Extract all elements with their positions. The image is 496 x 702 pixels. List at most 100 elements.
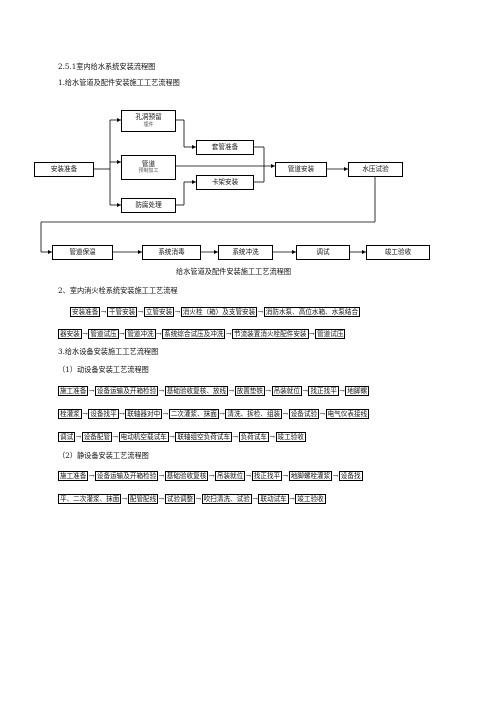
box-hole-reserve-label: 孔洞预留 [135,113,162,122]
flow-static-line-1: 施工准备→设备运输及开箱检验→基础验收复核→吊装就位→找正找平→地脚螺栓灌浆→设… [58,471,363,481]
flow-step: 设备试验 [288,409,320,419]
section-heading: 2.5.1室内给水系统安装流程图 [58,62,156,71]
dynamic-heading: （1）动设备安装工艺流程图 [58,365,149,374]
flow-arrow: → [169,433,175,441]
flow-fire-line-1: 安装准备→干管安装→立管安装→消火栓（箱）及支管安装→消防水泵、高位水箱、水泵结… [70,307,361,317]
box-acceptance: 竣工验收 [366,245,430,260]
flow-arrow: → [119,330,125,338]
flow-step: 设备运输及开箱检验 [94,386,159,396]
flow-step: 节流装置消火栓配件安装 [232,329,309,339]
flow-step: 放置垫铁 [234,386,266,396]
flow-arrow: → [174,308,181,316]
flow-step: 施工准备 [58,471,89,481]
flow-arrow: → [232,433,239,441]
flow-arrow: → [82,410,88,418]
flow-arrow: → [265,387,272,395]
flow-arrow: → [100,308,107,316]
box-anticorrosion: 防腐处理 [121,198,176,213]
flow-arrow: → [319,410,326,418]
flow-step: 设备找 [338,471,363,481]
box-flush: 系统冲洗 [218,245,273,260]
flow-arrow: → [245,472,252,480]
flow-arrow: → [269,433,275,441]
static-heading: （2）静设备安装工艺流程图 [58,451,149,460]
box-disinfect: 系统消毒 [142,245,201,260]
flow-dynamic-line-1: 施工准备→设备运输及开箱检验→基础验收复核、放线→放置垫铁→吊装就位→找正找平→… [58,386,370,396]
flow-step: 系统综合试压及冲洗 [162,329,226,339]
flow-step: 基础验收复核、放线 [164,386,229,396]
flow-arrow: → [219,410,225,418]
flow-arrow: → [137,308,144,316]
flow-step: 竣工验收 [275,432,306,442]
flow-arrow: → [257,308,264,316]
flow-step: 负荷试车 [238,432,269,442]
flow-fire-line-2: 器安装→管道试压→管道冲洗→系统综合试压及冲洗→节流装置消火栓配件安装→管道试压 [58,329,346,339]
flow-step: 器安装 [58,329,82,339]
flow-dynamic-line-2: 栓灌浆→设备找平→联轴器对中→二次灌浆、抹面→清洗、拆检、组装→设备试验→电气仪… [58,409,370,419]
flow-step: 平、二次灌浆、抹面 [58,494,122,504]
flow-arrow: → [195,495,202,503]
flow-step: 配管配线 [127,494,159,504]
flow-arrow: → [75,433,82,441]
flow-step: 二次灌浆、抹面 [168,409,219,419]
flow-arrow: → [302,387,308,395]
flow-arrow: → [158,495,165,503]
flow-static-line-2: 平、二次灌浆、抹面→配管配线→试验调整→吹扫清洗、试验→联动试车→竣工验收 [58,494,326,504]
box-hole-reserve-sub: 埋件 [143,121,154,128]
flow-arrow: → [121,495,128,503]
flow-arrow: → [112,433,119,441]
box-install-prep: 安装准备 [34,162,94,177]
flow-step: 地脚螺栓灌浆 [288,471,333,481]
box-bracket-install: 卡架安装 [196,175,254,190]
flow-step: 基础验收复核 [164,471,209,481]
flow-arrow: → [88,472,95,480]
flow-step: 竣工验收 [295,494,326,504]
flow-arrow: → [119,410,125,418]
flow-step: 地脚螺 [345,386,370,396]
flow-step: 安装准备 [70,307,101,317]
flow-step: 找正找平 [251,471,283,481]
box-pipe-install: 管道安装 [275,162,327,177]
box-pipe-sub: 预制加工 [138,168,159,175]
flow-arrow: → [332,472,339,480]
flow-dynamic-line-3: 调试→设备配管→电动机空载试车→联轴组空负荷试车→负荷试车→竣工验收 [58,432,306,442]
flow-step: 吊装就位 [271,386,302,396]
flow-step: 联动试车 [258,494,289,504]
flow-step: 管道试压 [88,329,119,339]
flow-step: 消火栓（箱）及支管安装 [180,307,258,317]
flow-step: 电动机空载试车 [118,432,169,442]
flow-step: 设备运输及开箱检验 [94,471,159,481]
flow-arrow: → [309,330,315,338]
flow-step: 联轴器对中 [125,409,163,419]
flow-step: 施工准备 [58,386,89,396]
flow-arrow: → [289,495,295,503]
diagram-caption: 给水管道及配件安装施工工艺流程图 [176,267,292,276]
flow-step: 找正找平 [308,386,339,396]
box-debug: 调试 [296,245,350,260]
flow-step: 试验调整 [164,494,196,504]
flow-step: 联轴组空负荷试车 [175,432,233,442]
fire-heading: 2、室内消火栓系统安装施工工艺流程 [58,286,178,295]
box-sleeve-prep: 套管准备 [196,140,254,155]
equipment-heading: 3.给水设备安装施工工艺流程图 [58,347,159,356]
flow-arrow: → [225,330,232,338]
flow-step: 调试 [58,432,76,442]
flow-arrow: → [228,387,235,395]
flow-step: 管道试压 [315,329,346,339]
box-pressure-test: 水压试验 [348,162,403,177]
flow-arrow: → [82,330,88,338]
flow-arrow: → [282,410,289,418]
flow-arrow: → [156,330,162,338]
flow-arrow: → [88,387,95,395]
flow-step: 消防水泵、高位水箱、水泵结合 [263,307,361,317]
flow-arrow: → [282,472,289,480]
box-pipe-prefab: 管道 预制加工 [121,155,176,180]
flow-step: 干管安装 [106,307,138,317]
flow-arrow: → [158,387,165,395]
flow-arrow: → [158,472,165,480]
flow-step: 立管安装 [143,307,175,317]
flow-arrow: → [162,410,169,418]
flow-step: 设备找平 [88,409,119,419]
flow-step: 清洗、拆检、组装 [225,409,283,419]
